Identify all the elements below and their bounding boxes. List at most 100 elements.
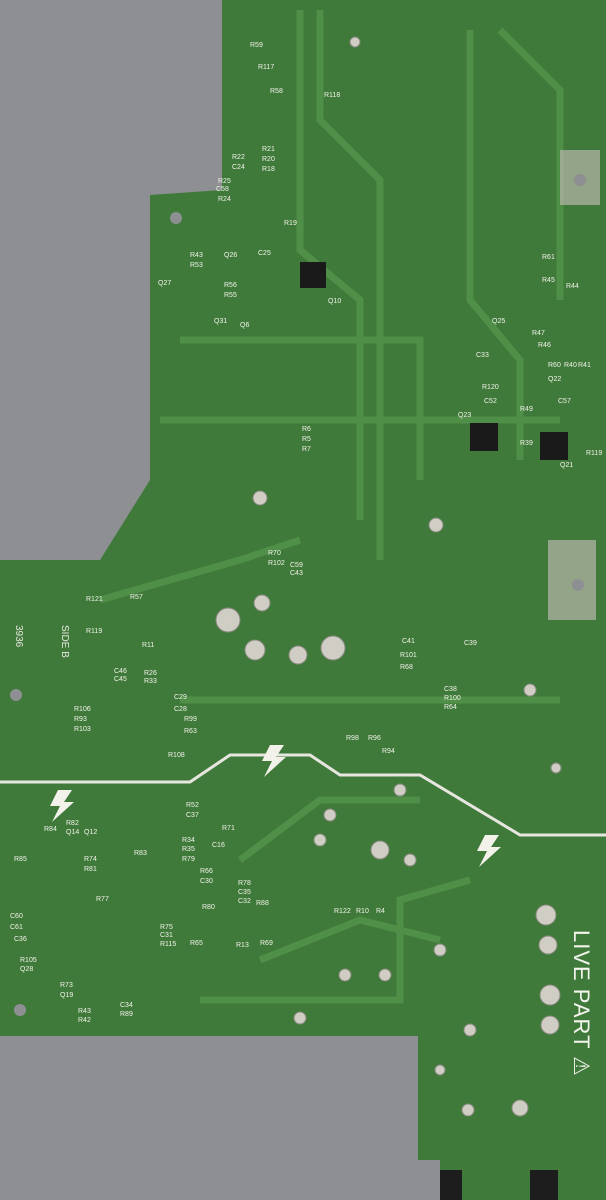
component-label: R80 (202, 904, 215, 911)
component-label: Q25 (492, 318, 506, 325)
component-label: R106 (74, 706, 91, 713)
component-label: R79 (182, 856, 195, 863)
component-label: C16 (212, 842, 225, 849)
component-label: R44 (566, 283, 579, 290)
live-part-warning: LIVE PART ⚠ (569, 930, 594, 1077)
component-label: R59 (250, 42, 263, 49)
component-label: R94 (382, 748, 395, 755)
component-label: R119 (86, 628, 103, 635)
component-label: R74 (84, 856, 97, 863)
component-label: Q21 (560, 462, 574, 469)
component-label: R118 (324, 92, 341, 99)
component-label: C52 (484, 398, 497, 405)
isolation-line (0, 753, 606, 837)
component-label: R83 (134, 850, 147, 857)
component-label: R85 (14, 856, 27, 863)
component-label: R61 (542, 254, 555, 261)
component-label: C30 (200, 878, 213, 885)
mounting-holes (10, 174, 586, 1016)
component-label: C25 (258, 250, 271, 257)
component-label: R99 (184, 716, 197, 723)
component-label: R58 (270, 88, 283, 95)
component-label: Q10 (328, 298, 342, 305)
component-label: R34 (182, 837, 195, 844)
component-label: R56 (224, 282, 237, 289)
solder-joints (215, 36, 562, 1117)
component-label: R49 (520, 406, 533, 413)
component-label: R65 (190, 940, 203, 947)
component-label: C33 (476, 352, 489, 359)
component-label: C45 (114, 676, 127, 683)
component-label: R84 (44, 826, 57, 833)
component-label: R43 (190, 252, 203, 259)
component-label: R11 (142, 642, 155, 649)
component-label: C59 (290, 562, 303, 569)
component-label: Q23 (458, 412, 472, 419)
component-label: R45 (542, 277, 555, 284)
component-label: R108 (168, 752, 185, 759)
component-label: Q6 (240, 322, 250, 329)
component-label: R64 (444, 704, 457, 711)
component-label: C58 (216, 186, 229, 193)
component-label: R68 (400, 664, 413, 671)
component-label: C32 (238, 898, 251, 905)
component-label: Q22 (548, 376, 562, 383)
ic-chips (300, 262, 568, 460)
side-label: SIDE B (59, 625, 70, 658)
component-label: R25 (218, 178, 231, 185)
component-label: R101 (400, 652, 417, 659)
component-label: C61 (10, 924, 23, 931)
component-label: R47 (532, 330, 545, 337)
component-label: R105 (20, 957, 37, 964)
component-label: R102 (268, 560, 285, 567)
component-label: C28 (174, 706, 187, 713)
component-label: Q26 (224, 252, 238, 259)
component-label: R103 (74, 726, 91, 733)
component-label: R81 (84, 866, 97, 873)
component-label: Q19 (60, 992, 74, 999)
component-label: R18 (262, 166, 275, 173)
component-label: R82 (66, 820, 79, 827)
component-label: Q27 (158, 280, 172, 287)
component-label: R40 (564, 362, 577, 369)
lightning-symbols (50, 745, 501, 867)
component-label: R71 (222, 825, 235, 832)
component-label: R57 (130, 594, 143, 601)
component-label: R69 (260, 940, 273, 947)
component-label: Q28 (20, 966, 34, 973)
component-label: C39 (464, 640, 477, 647)
component-label: R43 (78, 1008, 91, 1015)
component-label: R75 (160, 924, 173, 931)
component-label: R117 (258, 64, 275, 71)
component-label: R70 (268, 550, 281, 557)
component-label: R121 (86, 596, 103, 603)
component-label: C24 (232, 164, 245, 171)
component-label: C57 (558, 398, 571, 405)
component-label: C43 (290, 570, 303, 577)
component-label: R41 (578, 362, 591, 369)
component-label: R24 (218, 196, 231, 203)
component-label: R46 (538, 342, 551, 349)
component-label: R119 (586, 450, 603, 457)
component-label: R19 (284, 220, 297, 227)
component-label: C29 (174, 694, 187, 701)
component-label: R35 (182, 846, 195, 853)
component-label: R52 (186, 802, 199, 809)
component-label: R100 (444, 695, 461, 702)
component-label: R77 (96, 896, 109, 903)
component-label: R73 (60, 982, 73, 989)
component-label: R13 (236, 942, 249, 949)
component-label: R20 (262, 156, 275, 163)
component-label: R39 (520, 440, 533, 447)
component-label: R93 (74, 716, 87, 723)
component-label: C38 (444, 686, 457, 693)
component-label: R98 (346, 735, 359, 742)
component-label: R4 (376, 908, 385, 915)
component-label: C46 (114, 668, 127, 675)
component-label: R33 (144, 678, 157, 685)
side-code: 3936 (13, 625, 24, 648)
component-label: C37 (186, 812, 199, 819)
component-label: R88 (256, 900, 269, 907)
